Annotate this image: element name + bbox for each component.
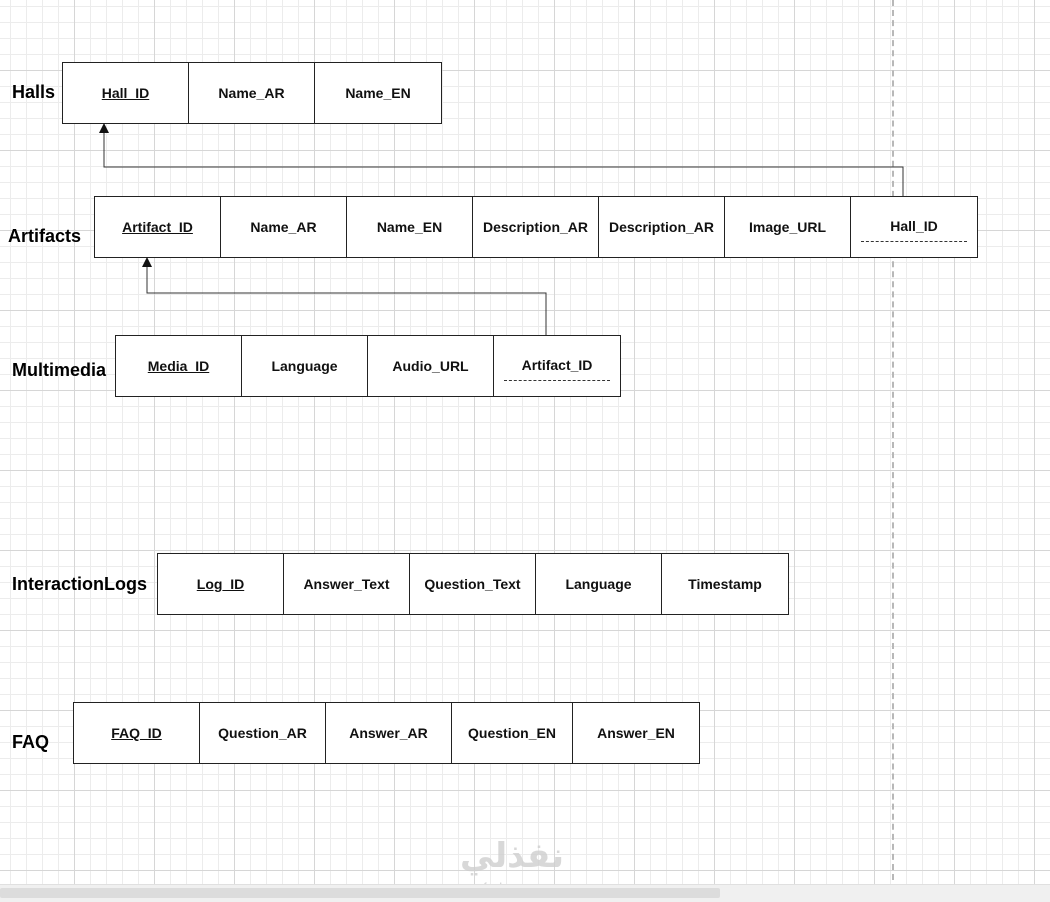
interactionlogs-table[interactable]: Log_ID Answer_Text Question_Text Languag… [157, 553, 789, 615]
interactionlogs-field-log-id[interactable]: Log_ID [158, 554, 284, 614]
horizontal-scrollbar-thumb[interactable] [0, 888, 720, 898]
relationship-artifacts-to-halls[interactable] [99, 123, 904, 196]
artifacts-field-description-ar[interactable]: Description_AR [473, 197, 599, 257]
faq-field-faq-id[interactable]: FAQ_ID [74, 703, 200, 763]
nafezly-watermark-logo: نفذلي [460, 836, 565, 876]
faq-field-answer-ar[interactable]: Answer_AR [326, 703, 452, 763]
artifacts-table[interactable]: Artifact_ID Name_AR Name_EN Description_… [94, 196, 978, 258]
artifacts-field-name-en[interactable]: Name_EN [347, 197, 473, 257]
multimedia-table-label: Multimedia [12, 360, 107, 380]
artifacts-field-hall-id-fk[interactable]: Hall_ID [851, 197, 977, 257]
halls-field-name-en[interactable]: Name_EN [345, 85, 411, 101]
faq-field-question-ar[interactable]: Question_AR [200, 703, 326, 763]
artifacts-field-image-url[interactable]: Image_URL [725, 197, 851, 257]
faq-field-answer-en[interactable]: Answer_EN [597, 725, 675, 741]
interactionlogs-field-question-text[interactable]: Question_Text [410, 554, 536, 614]
artifacts-field-description-ar-2[interactable]: Description_AR [599, 197, 725, 257]
interactionlogs-table-label: InteractionLogs [12, 574, 148, 594]
artifacts-field-artifact-id[interactable]: Artifact_ID [95, 197, 221, 257]
faq-table[interactable]: FAQ_ID Question_AR Answer_AR Question_EN… [73, 702, 700, 764]
halls-field-hall-id[interactable]: Hall_ID [63, 63, 189, 123]
multimedia-field-audio-url[interactable]: Audio_URL [368, 336, 494, 396]
page-boundary-divider [892, 0, 894, 880]
interactionlogs-field-timestamp[interactable]: Timestamp [688, 576, 762, 592]
faq-table-label: FAQ [12, 732, 50, 752]
multimedia-field-artifact-id-fk[interactable]: Artifact_ID [494, 336, 620, 396]
interactionlogs-field-answer-text[interactable]: Answer_Text [284, 554, 410, 614]
halls-table[interactable]: Hall_ID Name_AR Name_EN [62, 62, 442, 124]
interactionlogs-field-language[interactable]: Language [536, 554, 662, 614]
multimedia-table[interactable]: Media_ID Language Audio_URL Artifact_ID [115, 335, 621, 397]
horizontal-scrollbar[interactable] [0, 884, 1050, 902]
multimedia-field-media-id[interactable]: Media_ID [116, 336, 242, 396]
faq-field-question-en[interactable]: Question_EN [452, 703, 573, 763]
artifacts-table-label: Artifacts [8, 226, 82, 246]
halls-table-label: Halls [12, 82, 56, 102]
halls-field-name-ar[interactable]: Name_AR [189, 63, 315, 123]
artifacts-field-name-ar[interactable]: Name_AR [221, 197, 347, 257]
relationship-multimedia-to-artifacts[interactable] [142, 257, 547, 335]
multimedia-field-language[interactable]: Language [242, 336, 368, 396]
